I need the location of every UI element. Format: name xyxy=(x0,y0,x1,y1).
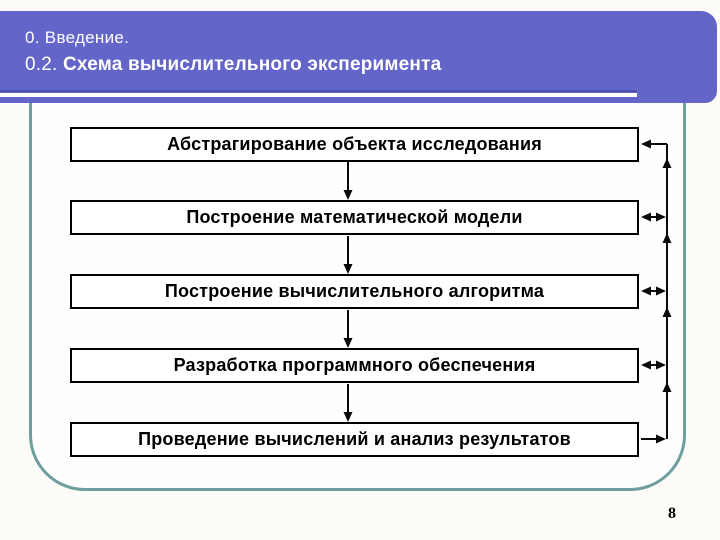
flow-box-math-model: Построение математической модели xyxy=(70,200,639,235)
header-section-title: Схема вычислительного эксперимента xyxy=(62,54,442,75)
slide-header-banner: 0. Введение. 0.2. Схема вычислительного … xyxy=(0,11,717,103)
flow-box-algorithm: Построение вычислительного алгоритма xyxy=(70,274,639,309)
banner-underline xyxy=(0,93,637,97)
flow-box-abstraction: Абстрагирование объекта исследования xyxy=(70,127,639,162)
header-title-line: 0.2. Схема вычислительного эксперимента xyxy=(25,54,441,76)
header-chapter-line: 0. Введение. xyxy=(25,28,130,47)
page-number: 8 xyxy=(668,505,676,522)
banner-underline-shadow xyxy=(0,90,637,92)
flow-box-computation-analysis: Проведение вычислений и анализ результат… xyxy=(70,422,639,457)
header-section-number: 0.2. xyxy=(25,54,63,75)
flow-box-software: Разработка программного обеспечения xyxy=(70,348,639,383)
